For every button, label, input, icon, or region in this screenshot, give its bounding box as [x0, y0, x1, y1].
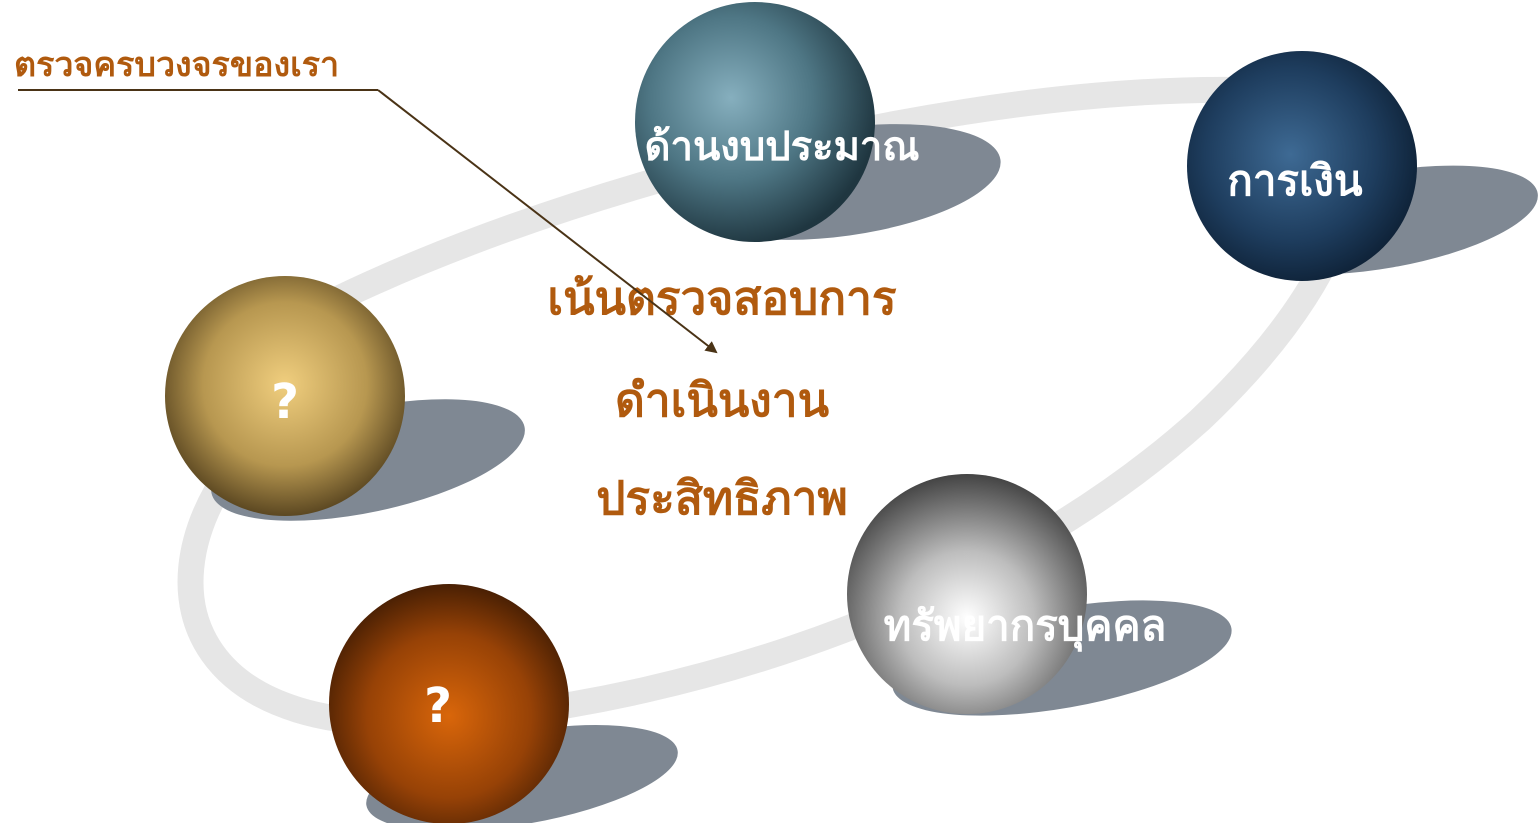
budget-sphere — [635, 2, 875, 242]
finance-label: การเงิน — [1227, 156, 1362, 205]
unknown-bottom-sphere — [329, 584, 569, 823]
callout-arrow — [377, 89, 718, 354]
unknown-bottom-label: ? — [424, 678, 452, 734]
center-line-2: ดำเนินงาน — [615, 373, 830, 427]
spheres — [165, 2, 1417, 823]
center-line-1: เน้นตรวจสอบการ — [547, 271, 897, 325]
sphere-labels: ด้านงบประมาณ การเงิน ? ? ทรัพยากรบุคคล — [271, 124, 1363, 734]
center-line-3: ประสิทธิภาพ — [596, 471, 848, 525]
finance-sphere — [1187, 51, 1417, 281]
callout: ตรวจครบวงจรของเรา — [14, 45, 718, 354]
personnel-label: ทรัพยากรบุคคล — [884, 601, 1167, 652]
callout-label: ตรวจครบวงจรของเรา — [14, 45, 339, 85]
budget-label: ด้านงบประมาณ — [645, 124, 920, 170]
personnel-sphere — [847, 474, 1087, 714]
unknown-left-sphere — [165, 276, 405, 516]
unknown-left-label: ? — [271, 374, 299, 430]
center-text: เน้นตรวจสอบการ ดำเนินงาน ประสิทธิภาพ — [547, 271, 897, 525]
